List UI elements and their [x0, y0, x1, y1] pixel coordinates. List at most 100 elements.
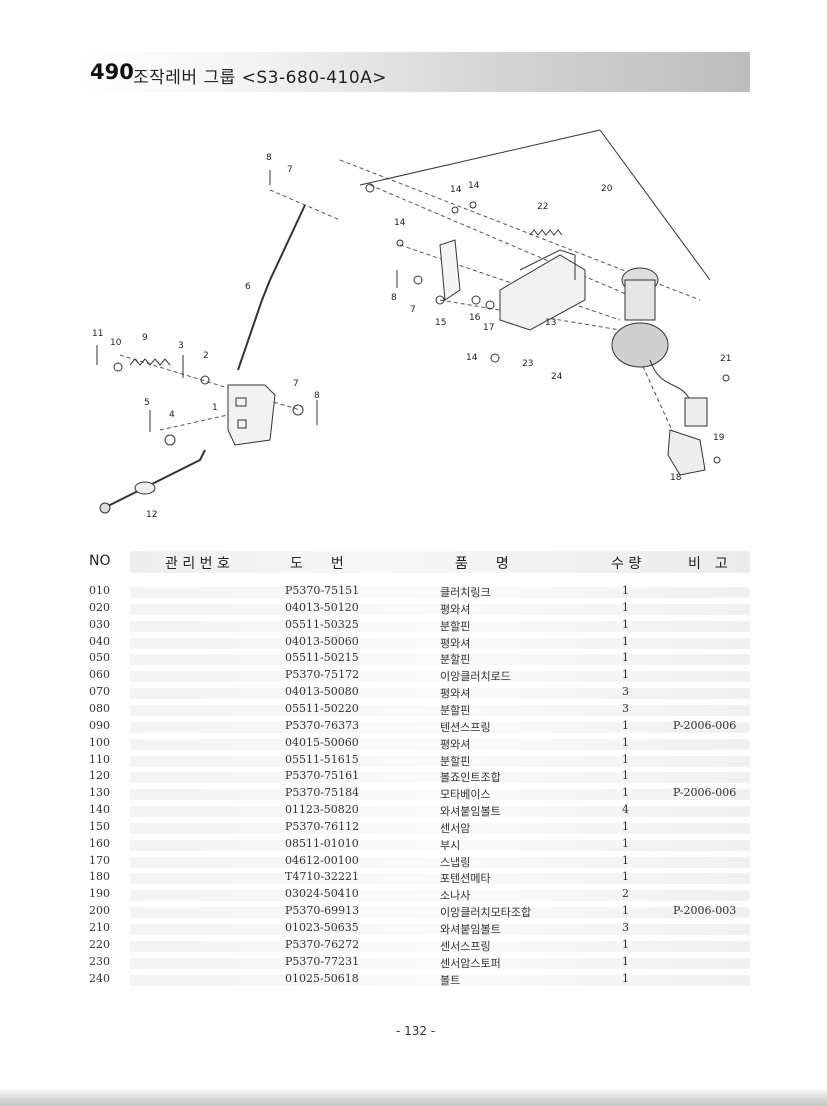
row-part-number: 05511-50215 [285, 651, 359, 665]
row-band [130, 873, 750, 885]
row-part-number: P5370-76272 [285, 937, 360, 951]
row-quantity: 1 [622, 584, 629, 597]
row-quantity: 1 [622, 735, 629, 749]
row-band [130, 654, 750, 666]
row-no: 130 [89, 786, 110, 800]
row-no: 080 [89, 701, 110, 715]
row-part-name: 볼죠인트조합 [440, 771, 501, 785]
row-part-name: 소나사 [440, 889, 471, 903]
row-band [130, 772, 750, 784]
row-band [130, 671, 750, 683]
row-part-name: 분할핀 [440, 619, 471, 633]
row-quantity: 1 [622, 752, 629, 766]
row-band [130, 620, 750, 632]
row-band [130, 890, 750, 902]
row-quantity: 1 [622, 600, 629, 614]
row-quantity: 1 [622, 651, 629, 665]
row-band [130, 721, 750, 733]
row-part-number: 04013-50120 [285, 600, 359, 614]
row-part-name: 스냅링 [440, 855, 471, 869]
row-part-number: 01123-50820 [285, 803, 359, 817]
col-header-no: NO [89, 553, 111, 569]
col-header-name: 품 명 [455, 556, 509, 572]
svg-text:14: 14 [466, 353, 478, 363]
row-part-name: 포텐션메타 [440, 872, 491, 886]
callout-11: 11 [92, 329, 103, 339]
row-part-name: 센서스프링 [440, 939, 491, 953]
callout-14: 14 [450, 185, 462, 195]
row-no: 160 [89, 836, 110, 850]
row-part-number: 05511-50325 [285, 617, 359, 631]
row-part-name: 부시 [440, 838, 461, 852]
row-quantity: 3 [622, 685, 629, 699]
row-quantity: 3 [622, 921, 629, 934]
exploded-parts-diagram: 1 2 3 4 5 6 7 8 9 10 11 12 13 14 15 16 1… [92, 129, 731, 520]
row-no: 120 [89, 769, 110, 783]
callout-15: 15 [435, 318, 446, 328]
row-quantity: 1 [622, 836, 629, 850]
row-part-number: 03024-50410 [285, 887, 359, 901]
callout-12: 12 [146, 510, 157, 520]
table-header-band [130, 551, 750, 573]
callout-6: 6 [245, 282, 251, 292]
row-part-number: 05511-50220 [285, 701, 359, 715]
row-no: 010 [89, 584, 110, 597]
row-band [130, 822, 750, 834]
callout-4: 4 [169, 410, 175, 420]
svg-text:8: 8 [314, 391, 320, 401]
row-part-name: 평와셔 [440, 636, 471, 650]
row-part-name: 텐션스프링 [440, 720, 491, 734]
row-quantity: 1 [622, 954, 629, 968]
row-no: 220 [89, 937, 110, 951]
row-part-number: 04013-50080 [285, 685, 359, 699]
callout-18: 18 [670, 473, 682, 483]
row-note: P-2006-006 [673, 786, 737, 800]
row-part-number: T4710-32221 [285, 870, 360, 884]
title-banner [80, 52, 750, 92]
table-row: 140 01123-50820 와셔붙임볼트 4 [0, 803, 827, 820]
callout-21: 21 [720, 354, 731, 364]
col-header-qty: 수 량 [611, 556, 642, 572]
section-number: 490 [90, 60, 134, 84]
row-no: 180 [89, 870, 110, 884]
row-no: 140 [89, 803, 110, 817]
row-quantity: 4 [622, 803, 629, 817]
row-part-name: 와셔붙임볼트 [440, 805, 501, 819]
row-note: P-2006-006 [673, 718, 737, 732]
row-note: P-2006-003 [673, 904, 737, 918]
svg-text:7: 7 [410, 305, 416, 315]
row-part-number: 04013-50060 [285, 634, 359, 648]
row-band [130, 839, 750, 851]
row-band [130, 974, 750, 986]
row-part-name: 클러치링크 [440, 586, 491, 599]
row-no: 240 [89, 971, 110, 985]
row-part-number: P5370-75151 [285, 584, 360, 597]
row-part-name: 평와셔 [440, 687, 471, 701]
row-band [130, 957, 750, 969]
scan-edge [0, 1088, 827, 1106]
svg-text:8: 8 [391, 293, 397, 303]
row-band [130, 789, 750, 801]
row-part-name: 볼트 [440, 973, 461, 987]
row-no: 050 [89, 651, 110, 665]
row-part-number: P5370-76373 [285, 718, 360, 732]
row-band [130, 856, 750, 868]
callout-5: 5 [144, 398, 150, 408]
row-band [130, 688, 750, 700]
col-header-drawing: 도 번 [290, 556, 344, 572]
callout-19: 19 [713, 433, 725, 443]
row-quantity: 1 [622, 870, 629, 884]
callout-17: 17 [483, 323, 494, 333]
